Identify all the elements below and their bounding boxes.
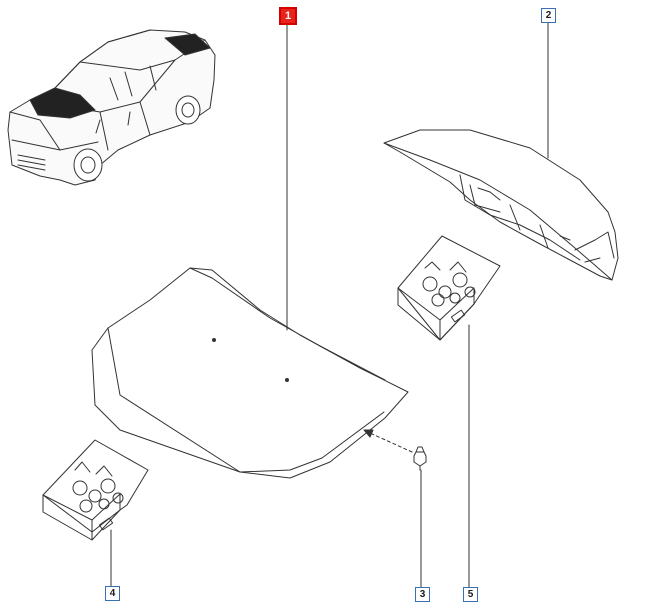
car-hood-highlight	[29, 87, 96, 119]
hood-hole	[212, 338, 216, 342]
hood-clip-3	[413, 446, 427, 471]
hood-panel	[91, 267, 409, 479]
clip-kit-box-4	[42, 439, 149, 541]
callout-1[interactable]: 1	[279, 7, 297, 25]
assembly-arrow	[363, 429, 413, 453]
hood-hole	[285, 378, 289, 382]
trunk-lid	[383, 129, 619, 281]
callout-2[interactable]: 2	[541, 8, 556, 23]
clip-kit-box-5	[397, 235, 501, 341]
car-trunk-highlight	[164, 33, 211, 56]
callout-5[interactable]: 5	[463, 587, 478, 602]
callout-4[interactable]: 4	[105, 586, 120, 601]
car-thumbnail	[7, 29, 216, 186]
callout-3[interactable]: 3	[415, 587, 430, 602]
